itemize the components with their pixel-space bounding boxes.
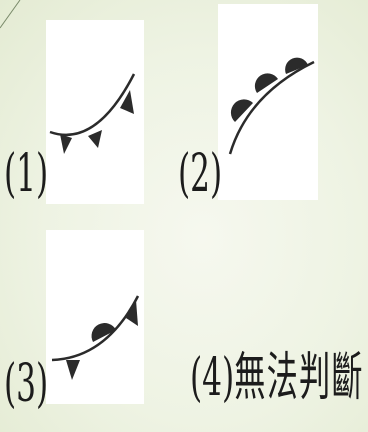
option-3-card[interactable] <box>46 230 144 404</box>
corner-decoration <box>0 0 21 29</box>
option-4-label: (4) <box>190 348 235 408</box>
front-triangle <box>60 134 72 154</box>
front-semicircle <box>254 73 278 93</box>
cold-front-symbol <box>49 73 136 154</box>
front-semicircle <box>285 57 308 74</box>
occluded-front-symbol <box>51 295 140 380</box>
warm-front-symbol <box>228 57 315 155</box>
option-3-label: (3) <box>4 354 49 414</box>
front-triangle <box>126 300 138 326</box>
front-triangle <box>120 90 134 114</box>
front-triangle <box>66 360 80 380</box>
option-1-label: (1) <box>4 144 49 204</box>
option-4[interactable]: (4)無法判斷 <box>190 352 364 412</box>
front-semicircle <box>91 323 116 342</box>
option-2-label: (2) <box>178 144 223 204</box>
option-4-text: 無法判斷 <box>234 348 364 408</box>
option-1-card[interactable] <box>46 20 144 204</box>
front-semicircle <box>230 99 253 122</box>
option-2-card[interactable] <box>218 4 318 200</box>
front-triangle <box>88 130 102 148</box>
